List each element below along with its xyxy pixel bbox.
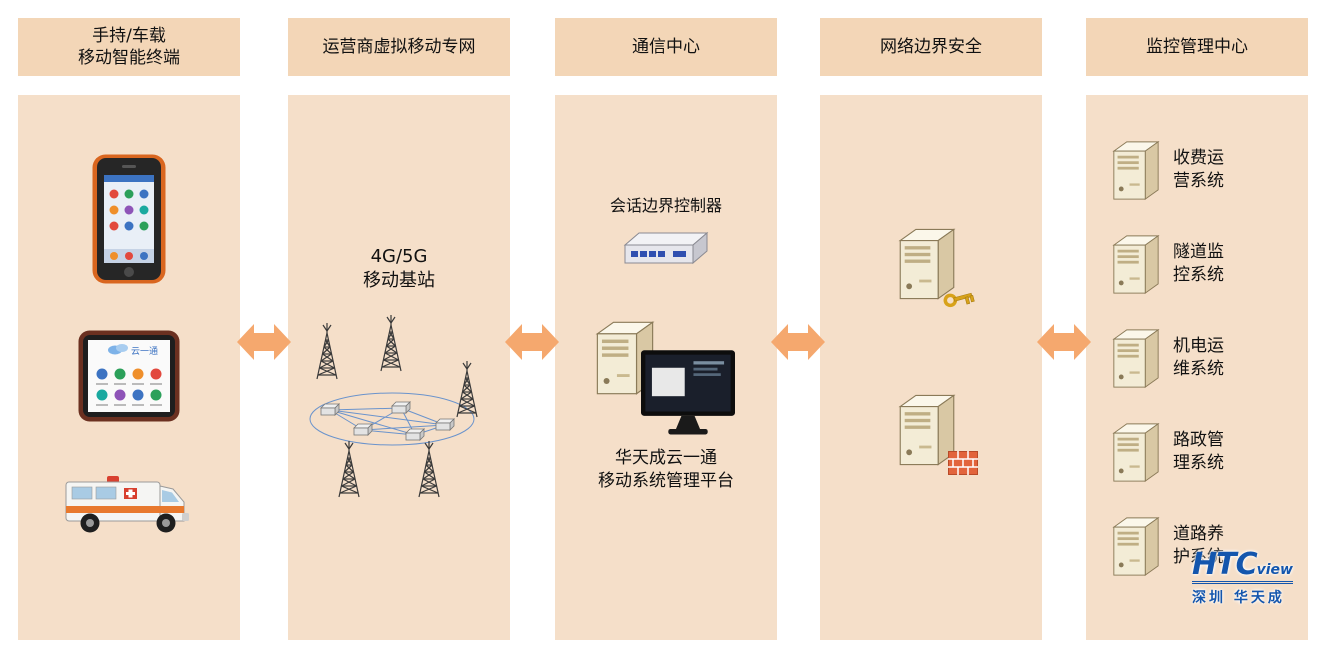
server-icon [1113,422,1159,482]
system-label: 路政管 理系统 [1173,430,1224,473]
tablet-screen-logo-text: 云一通 [131,346,158,357]
header-monitoring: 监控管理中心 [1086,18,1308,76]
bidirectional-arrow-icon [771,324,825,360]
panel-monitoring: 收费运 营系统 隧道监 控系统 机电运 维系统 路政管 理系统 道路养 护系统 [1086,95,1308,640]
header-comm-center-label: 通信中心 [632,36,700,57]
logo-subtitle: 深圳 华天成 [1192,590,1285,606]
security-server-key [898,227,975,311]
header-monitoring-label: 监控管理中心 [1146,36,1248,57]
cell-tower-icon [316,322,338,380]
system-row-mechatronics: 机电运 维系统 [1112,326,1224,390]
server-icon [1113,140,1159,200]
panel-carrier-network: 4G/5G 移动基站 [288,95,510,640]
sbc-device-icon [623,231,709,265]
server-icon [1113,516,1159,576]
header-terminals: 手持/车载 移动智能终端 [18,18,240,76]
header-border-security-label: 网络边界安全 [880,36,982,57]
server-icon [1113,328,1159,388]
panel-terminals: 云一通 [18,95,240,640]
logo-view-text: view [1256,562,1293,578]
smartphone-icon [92,154,166,284]
router-icon [405,428,425,441]
platform-server-group [581,320,751,442]
security-server-firewall [898,393,978,477]
panel-comm-center: 会话边界控制器 华天成云一通 移动系统管理平台 [555,95,777,640]
base-station-label: 4G/5G 移动基站 [363,246,435,292]
bidirectional-arrow-icon [237,324,291,360]
ambulance-icon [65,476,189,533]
sbc-label: 会话边界控制器 [609,196,722,215]
cell-tower-icon [456,360,478,418]
header-terminals-label: 手持/车载 移动智能终端 [78,25,180,68]
system-row-maintenance: 道路养 护系统 [1112,514,1224,578]
key-icon [943,292,975,308]
router-icon [391,401,411,414]
router-icon [435,418,455,431]
base-station-network-icon [309,314,478,498]
system-row-tunnel: 隧道监 控系统 [1112,232,1224,296]
router-icon [320,403,340,416]
header-carrier-network: 运营商虚拟移动专网 [288,18,510,76]
platform-label: 华天成云一通 移动系统管理平台 [598,448,734,491]
header-border-security: 网络边界安全 [820,18,1042,76]
htcview-logo: HTCview 深圳 华天成 [1192,550,1293,607]
system-row-toll: 收费运 营系统 [1112,138,1224,202]
cell-tower-icon [380,314,402,372]
tablet-icon: 云一通 [78,330,180,422]
bidirectional-arrow-icon [505,324,559,360]
bidirectional-arrow-icon [1037,324,1091,360]
logo-wordmark: HTCview [1192,550,1293,584]
cell-tower-icon [338,440,360,498]
server-icon [1113,234,1159,294]
panel-border-security [820,95,1042,640]
header-carrier-network-label: 运营商虚拟移动专网 [322,36,476,57]
firewall-icon [948,451,978,475]
system-label: 机电运 维系统 [1173,336,1224,379]
system-row-road-admin: 路政管 理系统 [1112,420,1224,484]
system-label: 隧道监 控系统 [1173,242,1224,285]
logo-htc-text: HTC [1192,547,1258,582]
system-label: 收费运 营系统 [1173,148,1224,191]
monitor-icon [641,350,735,435]
router-icon [353,423,373,436]
system-label: 道路养 护系统 [1173,524,1224,567]
header-comm-center: 通信中心 [555,18,777,76]
cell-tower-icon [418,440,440,498]
